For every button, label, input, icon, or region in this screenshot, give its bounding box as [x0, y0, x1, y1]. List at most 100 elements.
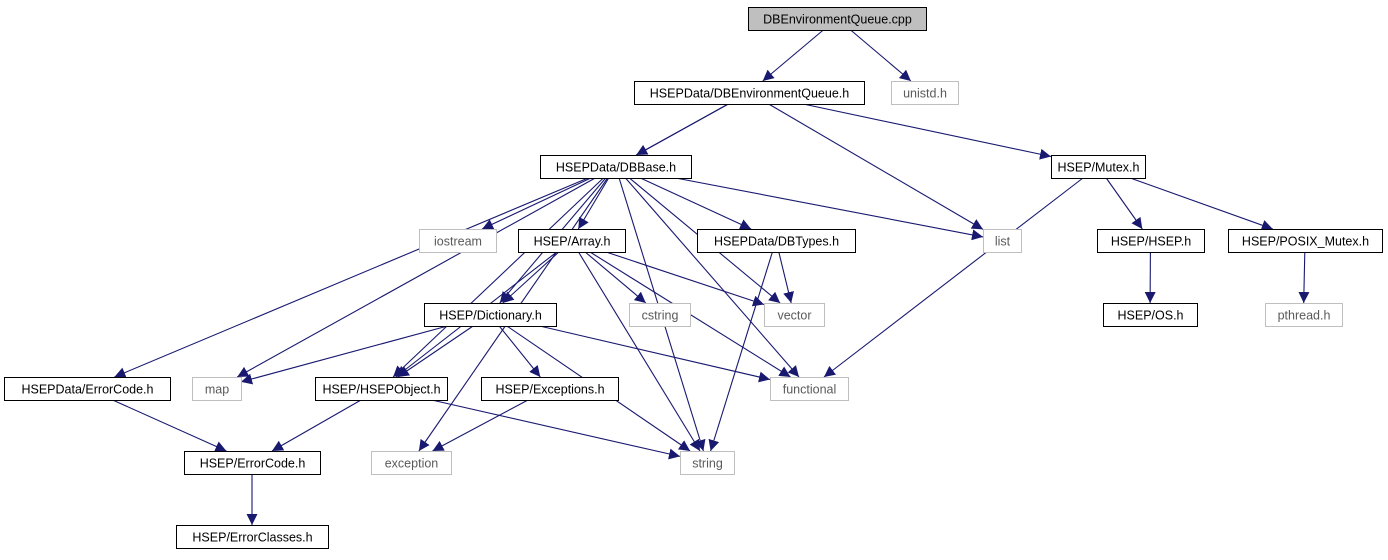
node-string: string	[680, 451, 735, 475]
edge-dbbase-to-dataerrorcode	[114, 177, 589, 378]
node-dbeq[interactable]: HSEPData/DBEnvironmentQueue.h	[634, 81, 865, 105]
edge-mutex-to-hseph	[1105, 177, 1143, 230]
node-hsepobject[interactable]: HSEP/HSEPObject.h	[315, 377, 448, 401]
node-label-iostream: iostream	[434, 235, 482, 249]
node-posix[interactable]: HSEP/POSIX_Mutex.h	[1228, 229, 1383, 253]
edge-array-to-dictionary	[502, 251, 560, 304]
edge-hsepobject-to-string	[431, 399, 681, 460]
node-iostream: iostream	[419, 229, 497, 253]
node-box-list	[983, 229, 1022, 253]
node-box-hsepobject	[315, 377, 448, 401]
node-functional: functional	[770, 377, 849, 401]
node-map: map	[192, 377, 242, 401]
node-box-iostream	[419, 229, 497, 253]
node-label-unistd: unistd.h	[903, 87, 947, 101]
node-box-root	[748, 7, 927, 31]
node-label-os: HSEP/OS.h	[1118, 309, 1184, 323]
node-unistd: unistd.h	[891, 81, 959, 105]
node-box-dictionary	[424, 303, 557, 327]
edge-dbbase-to-functional	[625, 177, 800, 378]
node-box-map	[192, 377, 242, 401]
node-label-dbbase: HSEPData/DBBase.h	[556, 161, 676, 175]
node-box-vector	[764, 303, 825, 327]
edge-dbeq-to-dbbase	[635, 103, 729, 156]
node-box-mutex	[1051, 155, 1146, 179]
node-box-cstring	[629, 303, 691, 327]
node-dbtypes[interactable]: HSEPData/DBTypes.h	[697, 229, 856, 253]
node-mutex[interactable]: HSEP/Mutex.h	[1051, 155, 1146, 179]
node-box-array	[518, 229, 626, 253]
edge-dbbase-to-hsepobject	[392, 177, 604, 378]
node-label-functional: functional	[783, 383, 837, 397]
edge-dbbase-to-array	[577, 177, 610, 230]
node-label-hsepobject: HSEP/HSEPObject.h	[322, 383, 440, 397]
edge-hsepobject-to-errorcode	[271, 399, 362, 452]
node-errorcode[interactable]: HSEP/ErrorCode.h	[184, 451, 321, 475]
node-exception: exception	[371, 451, 452, 475]
node-label-dictionary: HSEP/Dictionary.h	[439, 309, 542, 323]
node-label-dbtypes: HSEPData/DBTypes.h	[714, 235, 839, 249]
edge-dbeq-to-list	[768, 103, 984, 230]
edge-array-to-cstring	[584, 251, 647, 304]
edge-dbeq-to-mutex	[803, 103, 1052, 160]
node-box-errorclasses	[176, 525, 329, 549]
edge-dbtypes-to-vector	[778, 251, 794, 304]
node-box-exceptions	[481, 377, 619, 401]
node-box-dbtypes	[697, 229, 856, 253]
edge-dataerrorcode-to-errorcode	[112, 399, 227, 452]
edge-dictionary-to-exceptions	[498, 325, 541, 378]
edge-mutex-to-posix	[1130, 177, 1273, 231]
edge-dictionary-to-hsepobject	[397, 325, 474, 378]
edge-dictionary-to-map	[240, 325, 448, 385]
node-errorclasses[interactable]: HSEP/ErrorClasses.h	[176, 525, 329, 549]
node-pthread: pthread.h	[1265, 303, 1343, 327]
edge-dbtypes-to-string	[708, 251, 773, 452]
edge-mutex-to-functional	[823, 177, 1084, 378]
node-label-cstring: cstring	[642, 309, 679, 323]
node-label-dataerrorcode: HSEPData/ErrorCode.h	[21, 383, 153, 397]
node-label-vector: vector	[777, 309, 811, 323]
node-label-root: DBEnvironmentQueue.cpp	[763, 13, 912, 27]
edge-array-to-string	[578, 251, 701, 452]
edge-dictionary-to-functional	[539, 325, 771, 383]
edge-dbbase-to-list	[675, 177, 984, 241]
node-dbbase[interactable]: HSEPData/DBBase.h	[540, 155, 692, 179]
node-array[interactable]: HSEP/Array.h	[518, 229, 626, 253]
node-exceptions[interactable]: HSEP/Exceptions.h	[481, 377, 619, 401]
node-label-hseph: HSEP/HSEP.h	[1111, 235, 1191, 249]
node-label-array: HSEP/Array.h	[534, 235, 611, 249]
node-os[interactable]: HSEP/OS.h	[1103, 303, 1198, 327]
node-hseph[interactable]: HSEP/HSEP.h	[1097, 229, 1205, 253]
edge-exceptions-to-exception	[432, 399, 529, 452]
edge-root-to-dbeq	[762, 29, 824, 82]
edge-posix-to-pthread	[1298, 251, 1310, 304]
node-label-posix: HSEP/POSIX_Mutex.h	[1242, 235, 1369, 249]
node-box-hseph	[1097, 229, 1205, 253]
node-box-pthread	[1265, 303, 1343, 327]
node-box-unistd	[891, 81, 959, 105]
node-cstring: cstring	[629, 303, 691, 327]
node-box-dbbase	[540, 155, 692, 179]
node-root[interactable]: DBEnvironmentQueue.cpp	[748, 7, 927, 31]
node-label-list: list	[995, 235, 1011, 249]
edge-array-to-vector	[605, 251, 765, 307]
node-dataerrorcode[interactable]: HSEPData/ErrorCode.h	[4, 377, 171, 401]
node-box-errorcode	[184, 451, 321, 475]
node-box-functional	[770, 377, 849, 401]
node-box-dbeq	[634, 81, 865, 105]
node-box-exception	[371, 451, 452, 475]
edge-dbbase-to-dbtypes	[640, 177, 752, 230]
node-box-posix	[1228, 229, 1383, 253]
node-label-errorcode: HSEP/ErrorCode.h	[200, 457, 306, 471]
node-label-mutex: HSEP/Mutex.h	[1058, 161, 1140, 175]
node-label-errorclasses: HSEP/ErrorClasses.h	[192, 531, 312, 545]
node-dictionary[interactable]: HSEP/Dictionary.h	[424, 303, 557, 327]
node-label-map: map	[205, 383, 229, 397]
node-label-pthread: pthread.h	[1278, 309, 1331, 323]
nodes-layer: DBEnvironmentQueue.cppHSEPData/DBEnviron…	[4, 7, 1383, 549]
node-list: list	[983, 229, 1022, 253]
edge-dbbase-to-iostream	[481, 177, 592, 230]
node-label-exception: exception	[385, 457, 439, 471]
node-box-os	[1103, 303, 1198, 327]
